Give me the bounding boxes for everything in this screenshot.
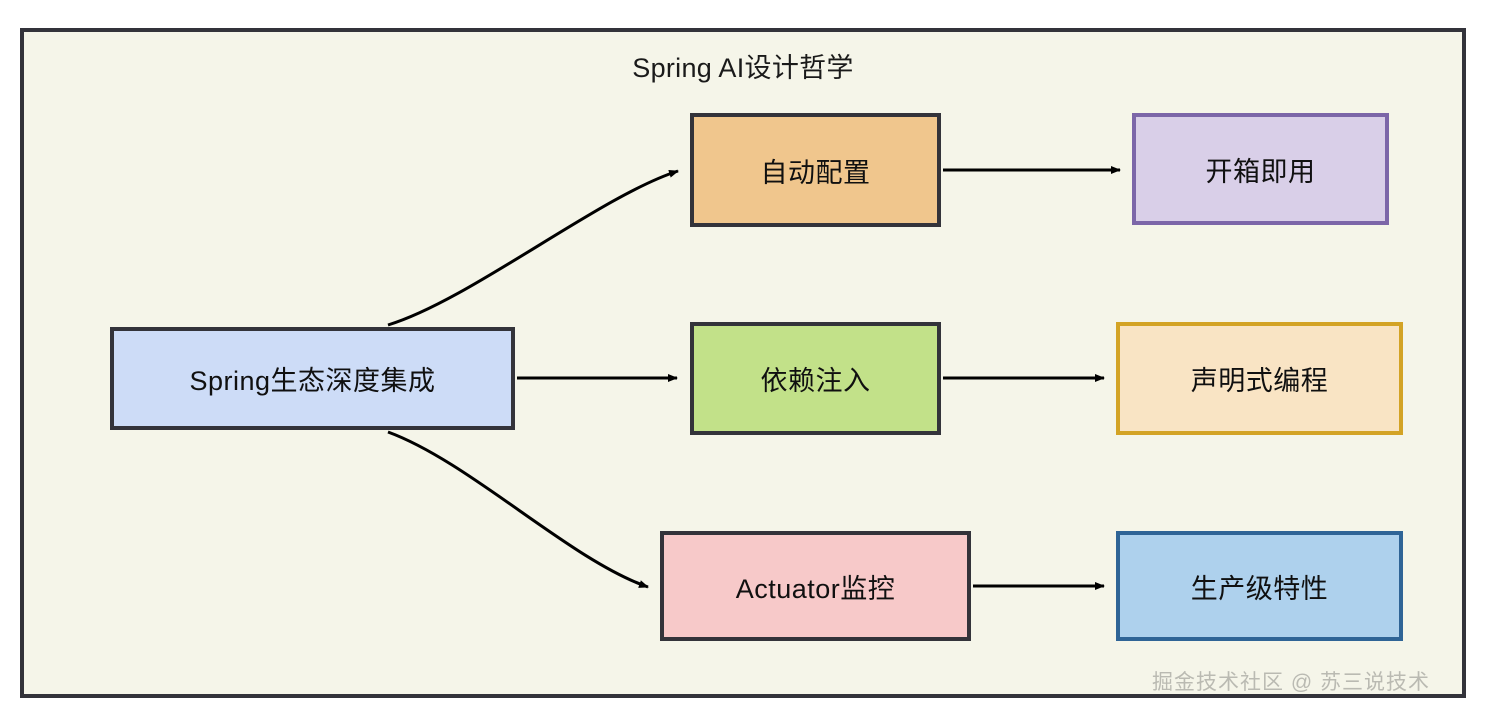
node-dependency-injection[interactable]: 依赖注入 [690,322,941,435]
watermark-text: 掘金技术社区 @ 苏三说技术 [1152,671,1430,694]
node-actuator-monitor[interactable]: Actuator监控 [660,531,971,641]
node-production-features[interactable]: 生产级特性 [1116,531,1403,641]
node-auto-config[interactable]: 自动配置 [690,113,941,227]
node-declarative-programming[interactable]: 声明式编程 [1116,322,1403,435]
diagram-title: Spring AI设计哲学 [632,53,854,83]
node-out-of-box[interactable]: 开箱即用 [1132,113,1389,225]
node-spring-ecosystem-integration[interactable]: Spring生态深度集成 [110,327,515,430]
